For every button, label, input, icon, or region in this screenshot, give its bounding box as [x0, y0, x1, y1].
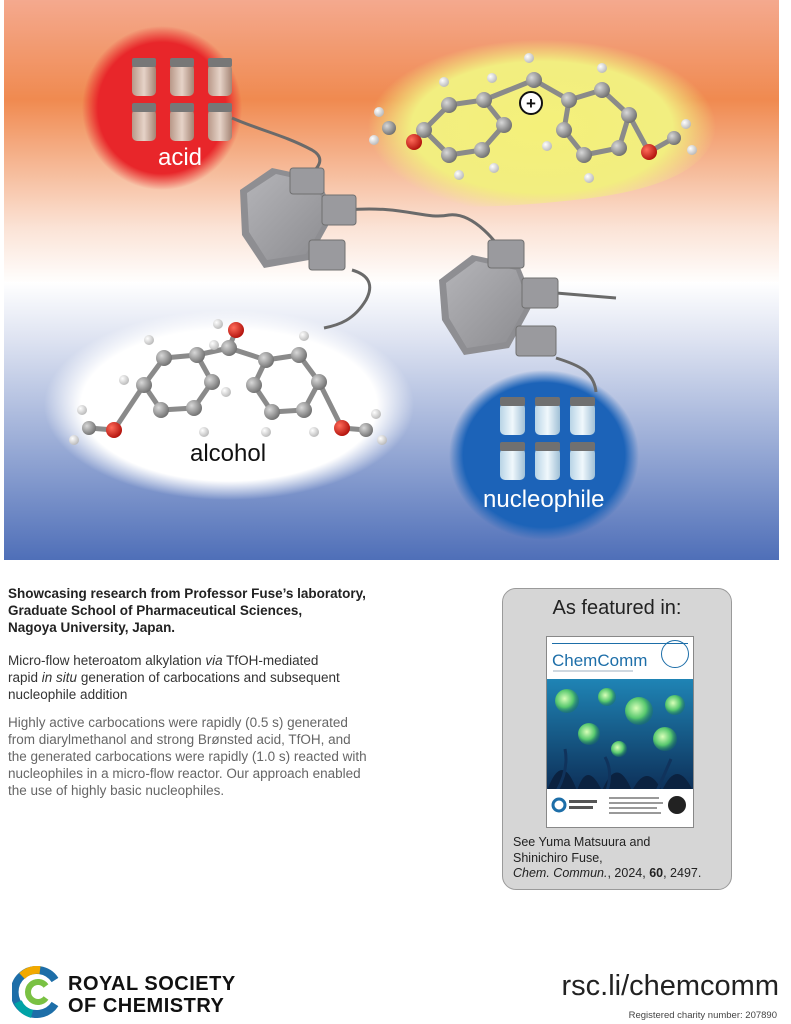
title-text: Micro-flow heteroatom alkylation — [8, 653, 206, 668]
alcohol-label: alcohol — [190, 440, 267, 467]
citation-journal: Chem. Commun. — [513, 866, 608, 880]
see-authors-line: Shinichiro Fuse, — [513, 850, 603, 865]
abstract-line: Highly active carbocations were rapidly … — [8, 715, 348, 730]
journal-url-link[interactable]: rsc.li/chemcomm — [561, 970, 779, 1002]
title-italic: in situ — [41, 670, 78, 685]
title-text: rapid — [8, 670, 42, 685]
title-line-2: rapid in situ generation of carbocations… — [8, 669, 403, 686]
journal-logo: ChemComm — [552, 651, 648, 670]
cover-rule — [552, 643, 688, 644]
citation-volume: 60 — [649, 866, 664, 880]
citation-year: , 2024, — [607, 866, 650, 880]
title-text: generation of carbocations and subsequen… — [77, 670, 340, 685]
cover-subtitle-bar — [553, 670, 633, 672]
abstract-line: the use of highly basic nucleophiles. — [8, 783, 225, 798]
abstract-line: nucleophiles in a micro-flow reactor. Ou… — [8, 766, 361, 781]
see-authors-line: See Yuma Matsuura and — [513, 835, 651, 849]
showcase-line: Showcasing research from Professor Fuse’… — [8, 586, 366, 601]
citation-page: , 2497. — [663, 866, 702, 880]
abstract-line: from diarylmethanol and strong Brønsted … — [8, 732, 351, 747]
positive-charge-icon — [519, 91, 543, 115]
journal-cover-thumbnail[interactable]: ChemComm — [546, 636, 694, 828]
cover-artwork — [547, 679, 693, 791]
abstract: Highly active carbocations were rapidly … — [8, 714, 408, 799]
micro-mixer-2 — [439, 239, 559, 357]
article-title: Micro-flow heteroatom alkylation via TfO… — [8, 652, 403, 703]
reaction-scene: + — [4, 0, 779, 560]
title-line-3: nucleophile addition — [8, 687, 128, 702]
society-name: ROYAL SOCIETY OF CHEMISTRY — [68, 973, 236, 1017]
alcohol-molecule — [69, 319, 387, 445]
acid-glow — [82, 26, 242, 190]
charity-number: Registered charity number: 207890 — [628, 1010, 777, 1021]
featured-box: As featured in: ChemComm — [502, 588, 732, 890]
cover-illustration: + — [4, 0, 779, 560]
abstract-line: the generated carbocations were rapidly … — [8, 749, 367, 764]
rsc-logo-icon[interactable] — [12, 966, 64, 1018]
society-line: OF CHEMISTRY — [68, 995, 225, 1017]
carbocation-molecule: + — [369, 53, 697, 183]
showcase-statement: Showcasing research from Professor Fuse’… — [8, 585, 403, 636]
micro-mixer-1 — [240, 167, 357, 271]
title-text: TfOH-mediated — [222, 653, 319, 668]
carbocation-glow — [367, 39, 717, 216]
citation-line[interactable]: Chem. Commun., 2024, 60, 2497. — [513, 866, 701, 882]
nucleophile-label: nucleophile — [483, 486, 605, 513]
title-line-1: Micro-flow heteroatom alkylation via TfO… — [8, 652, 403, 669]
alcohol-glow — [44, 310, 414, 500]
citation-block: See Yuma Matsuura and Shinichiro Fuse, C… — [513, 835, 701, 882]
cover-footer — [547, 789, 693, 827]
showcase-line: Graduate School of Pharmaceutical Scienc… — [8, 603, 303, 618]
charge-symbol: + — [526, 94, 536, 113]
cover-issue-badge — [661, 640, 689, 668]
title-italic: via — [205, 653, 223, 668]
nucleophile-vials — [500, 397, 595, 480]
society-line: ROYAL SOCIETY — [68, 973, 236, 995]
showcase-line: Nagoya University, Japan. — [8, 620, 176, 635]
acid-label: acid — [158, 144, 203, 171]
featured-heading: As featured in: — [552, 597, 682, 619]
acid-vials — [132, 58, 232, 141]
